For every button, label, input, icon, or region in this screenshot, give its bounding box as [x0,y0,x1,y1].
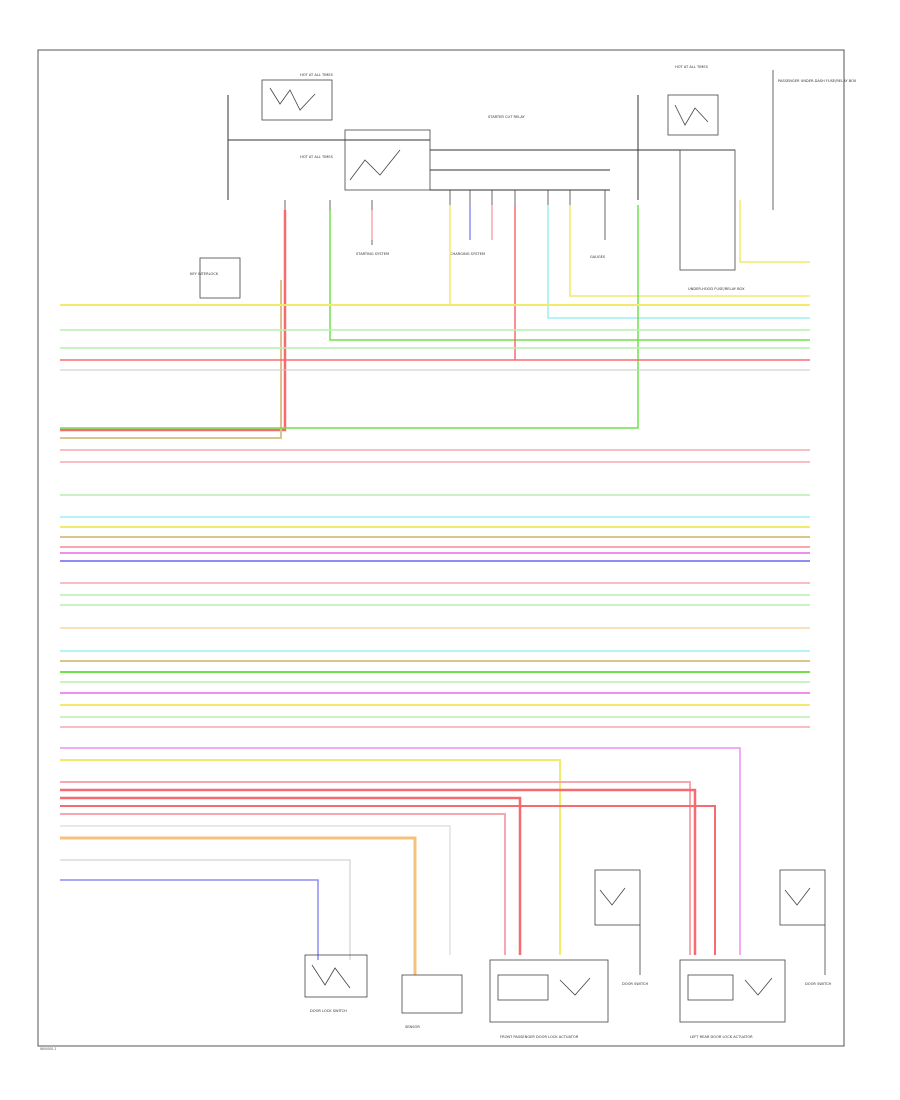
wire-vio-lower [60,747,741,955]
charging-system-label: CHARGING SYSTEM [450,252,485,256]
door-lock-switch-label: DOOR LOCK SWITCH [310,1009,347,1013]
hot-at-all-times-right-label: HOT AT ALL TIMES [675,65,709,69]
sensor-label: SENSOR [405,1025,420,1029]
upper-boxes: HOT AT ALL TIMES HOT AT ALL TIMES STARTE… [190,65,857,299]
door-switch-right-label: DOOR SWITCH [805,982,831,986]
ignition-relay-label: HOT AT ALL TIMES [300,155,334,159]
gauges-label: GAUGES [590,255,606,259]
wire-pnk-lower [60,781,691,955]
ignition-switch-label: STARTER CUT RELAY [488,115,526,119]
wire-gry-lower [60,825,451,955]
wire-red-vertical [60,210,287,432]
wire-yel-lower [60,759,561,955]
wire-ltgrn-vertical2 [60,205,639,429]
wire-brn-vertical [60,280,282,439]
wire-red-lower2 [60,796,522,955]
document-id: W00000-1 [40,1047,56,1051]
wire-red-lower3 [60,805,716,955]
diagram-frame [37,49,845,1047]
wire-blu-lower [60,879,319,960]
wire-harness [60,200,810,975]
bottom-components: DOOR LOCK SWITCH SENSOR FRONT PASSENGER … [304,869,831,1039]
under-hood-fuse-label: UNDER-HOOD FUSE/RELAY BOX [688,287,745,291]
wire-orn-lower [60,836,417,975]
wire-yel-vertical3 [739,200,810,263]
hot-at-all-times-left-label: HOT AT ALL TIMES [300,73,334,77]
key-interlock-label: KEY INTERLOCK [190,272,219,276]
door-switch-left-label: DOOR SWITCH [622,982,648,986]
passenger-note-label: PASSENGER UNDER-DASH FUSE/RELAY BOX [778,79,857,83]
wire-red-lower1 [60,788,697,955]
starting-system-label: STARTING SYSTEM [356,252,389,256]
wire-yel-vertical2 [569,205,810,297]
wire-pnk-lower2 [60,813,506,955]
wire-gry-lower2 [60,859,351,960]
front-passenger-door-label: FRONT PASSENGER DOOR LOCK ACTUATOR [500,1035,579,1039]
wire-ltgrn-vertical [329,210,810,341]
left-rear-door-label: LEFT REAR DOOR LOCK ACTUATOR [690,1035,753,1039]
wire-ltblu-vertical [547,205,810,319]
